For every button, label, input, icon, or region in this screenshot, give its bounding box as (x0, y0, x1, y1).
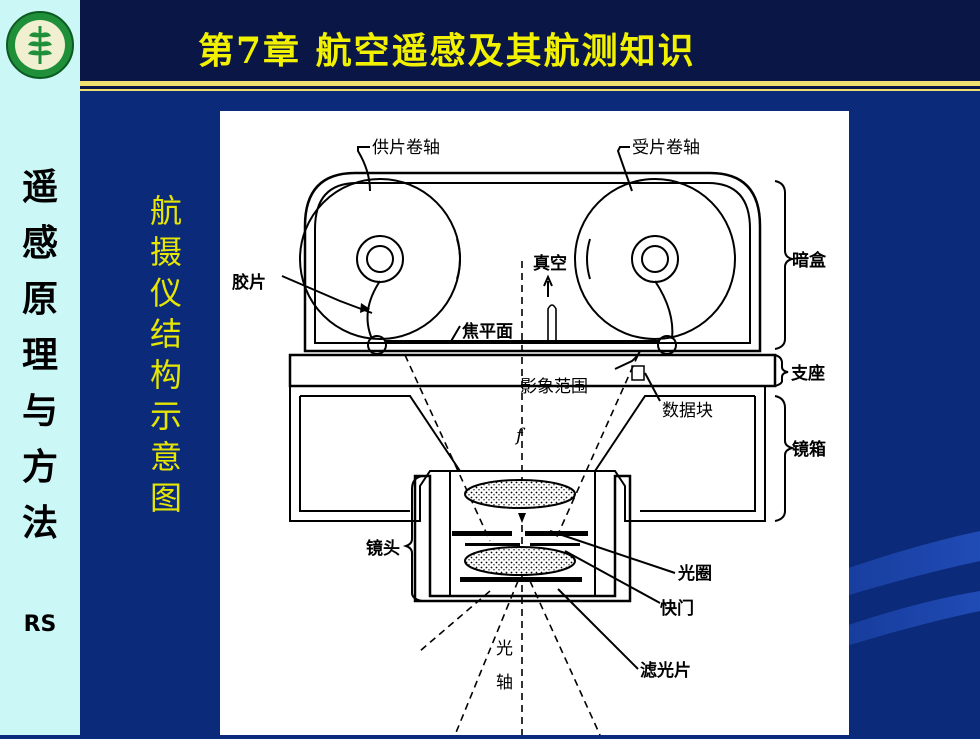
caption-char: 结 (149, 315, 182, 353)
label-takeup-spool: 受片卷轴 (632, 138, 700, 158)
course-title-char: 理 (21, 335, 58, 376)
camera-diagram: 供片卷轴 受片卷轴 胶片 真空 暗盒 焦平面 影象范围 支座 数据块 f 镜箱 … (220, 111, 849, 736)
caption-char: 构 (149, 356, 182, 394)
header-bar (80, 0, 980, 90)
course-title-char: 原 (21, 279, 58, 320)
label-optical-axis: 轴 (496, 673, 513, 693)
course-title-char: 遥 (21, 167, 58, 208)
sidebar: 遥 感 原 理 与 方 法 RS (0, 0, 80, 735)
caption-char: 航 (149, 192, 182, 230)
course-abbrev: RS (23, 612, 57, 637)
label-mount: 支座 (791, 363, 825, 384)
label-lens: 镜头 (366, 538, 400, 559)
label-filter: 滤光片 (640, 660, 691, 681)
course-title-char: 感 (21, 223, 58, 264)
label-optical-axis: 光 (496, 639, 513, 659)
header-divider-thin (80, 89, 980, 91)
course-title-char: 方 (21, 447, 58, 488)
label-magazine: 暗盒 (792, 250, 827, 271)
university-logo-icon (6, 11, 74, 79)
page-title: 第7章 航空遥感及其航测知识 (198, 30, 696, 72)
caption-char: 图 (149, 479, 182, 517)
course-title-char: 与 (21, 391, 58, 432)
label-cone: 镜箱 (792, 439, 826, 460)
label-vacuum: 真空 (533, 253, 567, 274)
label-image-area: 影象范围 (520, 377, 588, 397)
header-divider (80, 81, 980, 86)
course-title-char: 法 (21, 503, 58, 544)
label-supply-spool: 供片卷轴 (372, 138, 440, 158)
label-aperture: 光圈 (677, 563, 712, 584)
label-focal-plane: 焦平面 (461, 321, 513, 342)
label-data-block: 数据块 (662, 401, 713, 421)
label-film: 胶片 (232, 272, 266, 293)
caption-char: 摄 (149, 233, 182, 271)
caption-char: 仪 (149, 274, 182, 312)
label-shutter: 快门 (660, 598, 694, 619)
caption-char: 示 (149, 397, 182, 435)
caption-char: 意 (149, 438, 182, 476)
label-focal-length: f (514, 425, 526, 446)
